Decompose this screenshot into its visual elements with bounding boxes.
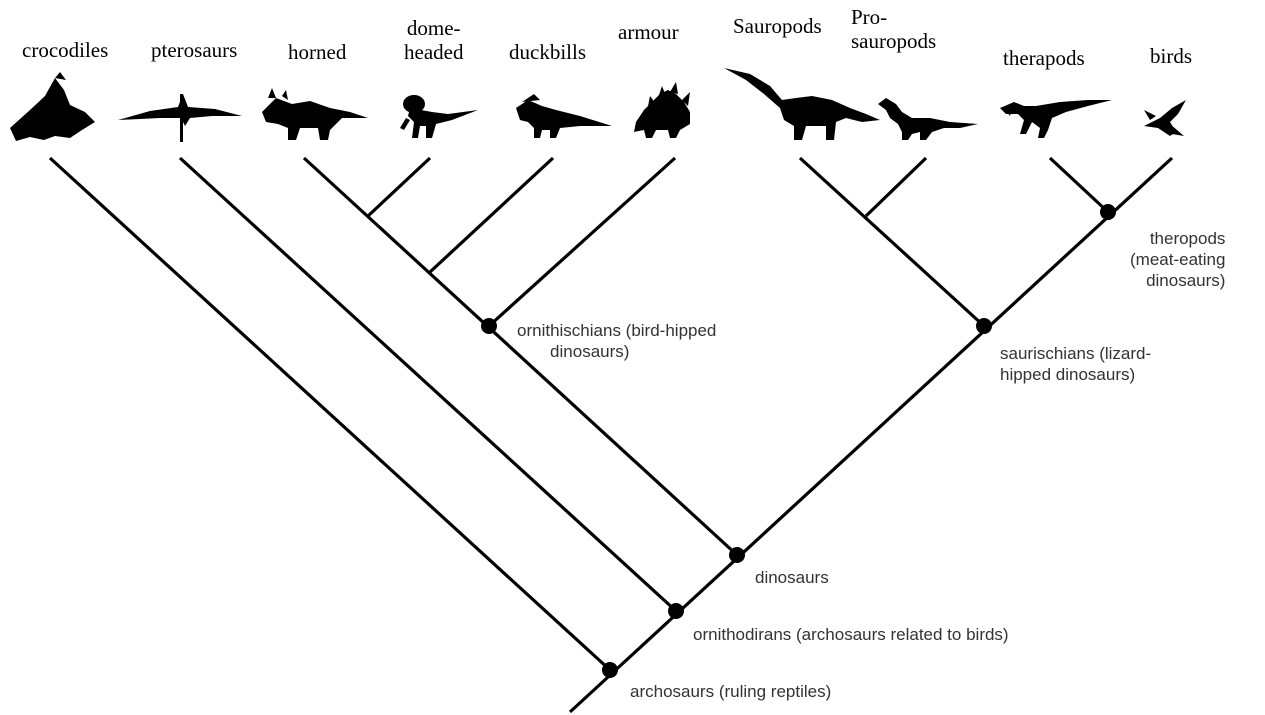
crocodile-silhouette-icon: [10, 72, 95, 141]
taxon-label-therapods: therapods: [1003, 46, 1085, 70]
duckbill-dinosaur-silhouette-icon: [516, 94, 612, 138]
theropod-silhouette-icon: [1000, 100, 1112, 138]
pterosaur-silhouette-icon: [118, 94, 242, 142]
taxon-label-crocodiles: crocodiles: [22, 38, 108, 62]
horned-dinosaur-silhouette-icon: [262, 88, 368, 140]
branch-therapods: [1050, 158, 1108, 212]
node-theropods: [1100, 204, 1116, 220]
prosauropod-silhouette-icon: [878, 98, 978, 140]
branch-duckbills: [430, 158, 553, 272]
dome-headed-dinosaur-silhouette-icon: [400, 95, 478, 138]
taxon-label-pterosaurs: pterosaurs: [151, 38, 237, 62]
taxon-label-armour: armour: [618, 20, 679, 44]
taxon-label-sauropods: Sauropods: [733, 14, 822, 38]
clade-label-saurischians: saurischians (lizard- hipped dinosaurs): [1000, 343, 1151, 385]
bird-silhouette-icon: [1144, 100, 1186, 136]
taxon-label-dome-headed: dome- headed: [404, 16, 463, 64]
clade-label-archosaurs: archosaurs (ruling reptiles): [630, 681, 831, 702]
node-ornithischians: [481, 318, 497, 334]
node-archosaurs: [602, 662, 618, 678]
taxon-label-horned: horned: [288, 40, 346, 64]
branch-prosauropods: [866, 158, 926, 216]
clade-label-ornithischians: ornithischians (bird-hipped dinosaurs): [517, 320, 716, 362]
taxon-label-duckbills: duckbills: [509, 40, 586, 64]
node-dinosaurs: [729, 547, 745, 563]
armoured-dinosaur-silhouette-icon: [634, 82, 690, 138]
node-ornithodirans: [668, 603, 684, 619]
node-saurischians: [976, 318, 992, 334]
branch-dome-headed: [368, 158, 430, 216]
branch-armour: [489, 158, 675, 326]
clade-label-dinosaurs: dinosaurs: [755, 567, 829, 588]
clade-label-theropods: theropods (meat-eating dinosaurs): [1130, 228, 1225, 291]
clade-label-ornithodirans: ornithodirans (archosaurs related to bir…: [693, 624, 1009, 645]
taxon-label-prosauropods: Pro- sauropods: [851, 5, 936, 53]
taxon-label-birds: birds: [1150, 44, 1192, 68]
branch-sauropods: [800, 158, 984, 326]
sauropod-silhouette-icon: [724, 68, 880, 140]
branch-crocodiles: [50, 158, 610, 670]
